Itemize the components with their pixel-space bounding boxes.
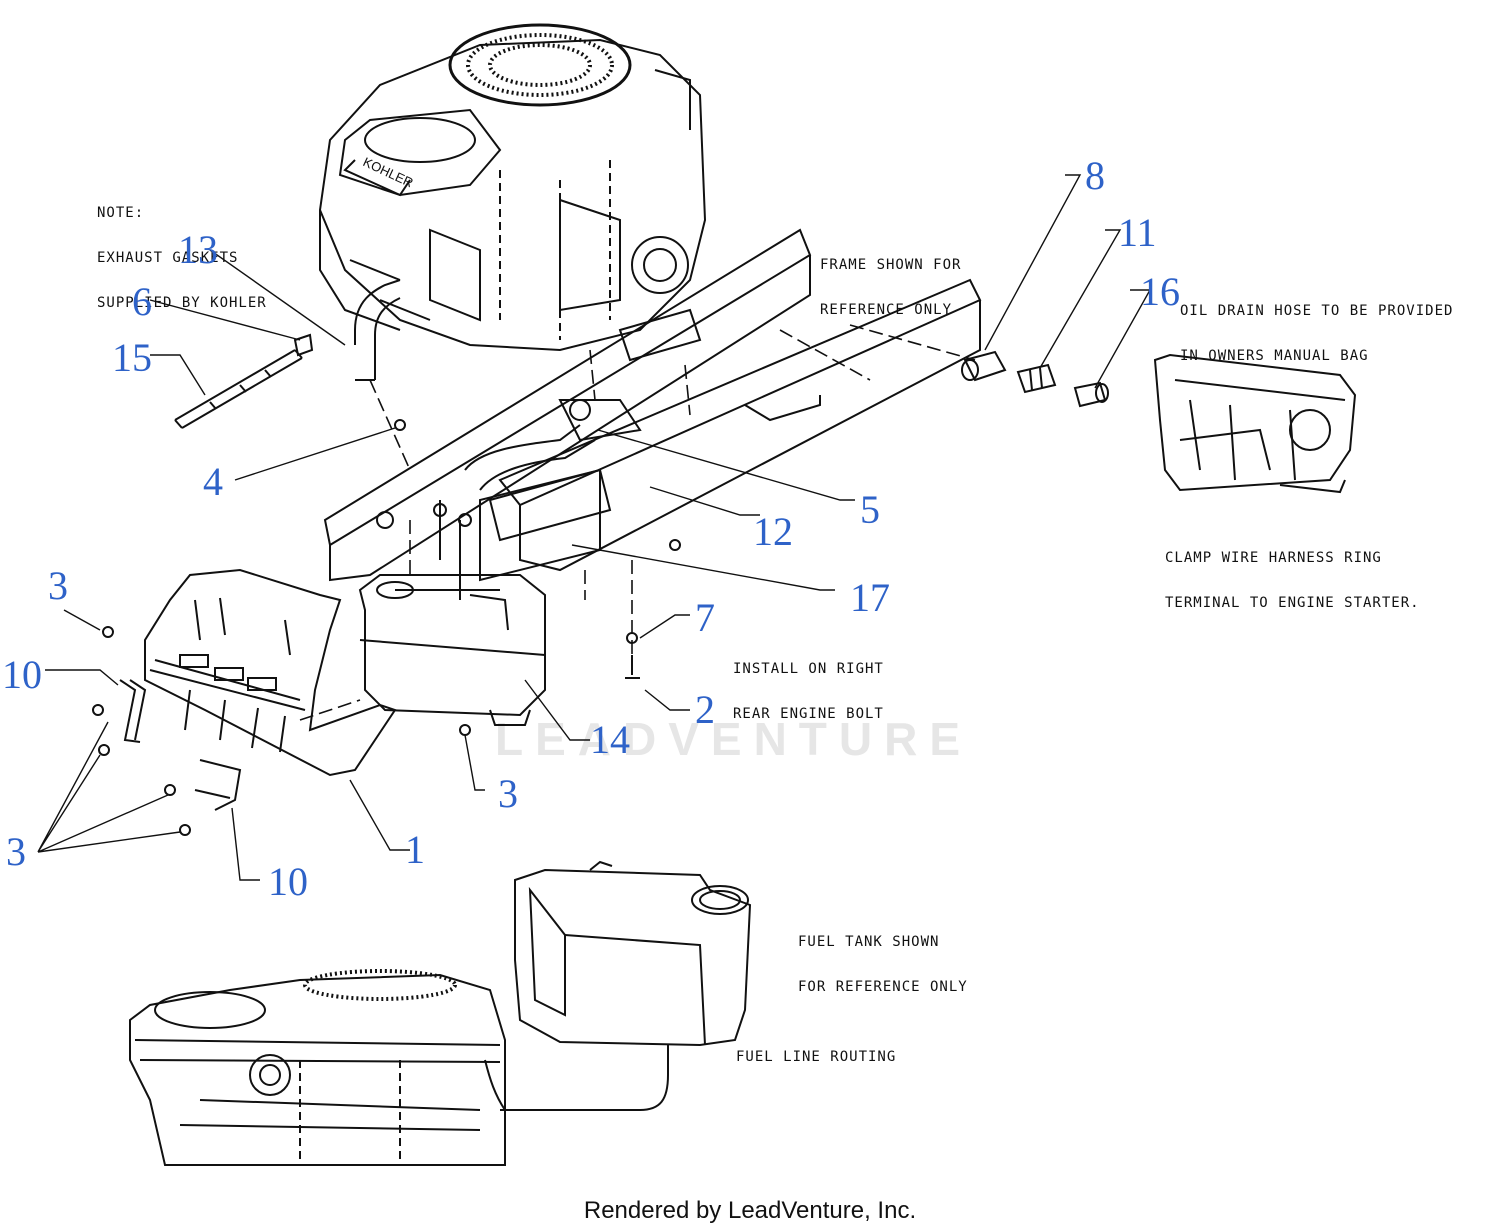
callout-12: 12 <box>753 509 793 554</box>
engine-lower <box>129 969 506 1166</box>
note-install-right-bolt: INSTALL ON RIGHT REAR ENGINE BOLT <box>733 661 884 722</box>
fuel-tank <box>500 860 752 1111</box>
note-oil-drain-hose: OIL DRAIN HOSE TO BE PROVIDED IN OWNERS … <box>1180 303 1454 364</box>
callout-5: 5 <box>860 487 880 532</box>
alignment-lines <box>299 324 976 721</box>
callout-13: 13 <box>178 227 218 272</box>
oil-drain-parts <box>961 350 1109 408</box>
callout-16: 16 <box>1140 269 1180 314</box>
note-frame-reference: FRAME SHOWN FOR REFERENCE ONLY <box>820 257 962 318</box>
callout-3-right: 3 <box>498 771 518 816</box>
callout-15: 15 <box>112 335 152 380</box>
callout-14: 14 <box>590 717 630 762</box>
callout-4: 4 <box>203 459 223 504</box>
callout-6: 6 <box>132 279 152 324</box>
tractor-frame <box>323 228 982 600</box>
note-exhaust-gaskets: NOTE: EXHAUST GASKETS SUPPLIED BY KOHLER <box>97 205 267 311</box>
muffler <box>358 574 546 726</box>
callout-2: 2 <box>695 687 715 732</box>
callout-17: 17 <box>850 575 890 620</box>
watermark-text: LEADVENTURE <box>495 713 973 765</box>
callout-10-lower: 10 <box>268 859 308 904</box>
bolts <box>92 419 681 836</box>
note-fuel-tank-reference: FUEL TANK SHOWN FOR REFERENCE ONLY <box>798 934 968 995</box>
bracket-lower <box>194 759 242 811</box>
note-clamp-wire-harness: CLAMP WIRE HARNESS RING TERMINAL TO ENGI… <box>1165 550 1420 611</box>
callout-1: 1 <box>405 827 425 872</box>
rod-part <box>174 349 303 429</box>
note-fuel-line-routing: FUEL LINE ROUTING <box>736 1049 897 1065</box>
callout-11: 11 <box>1118 210 1157 255</box>
exhaust-pipe <box>293 279 401 381</box>
callout-7: 7 <box>695 595 715 640</box>
engine-main <box>318 23 707 352</box>
starter-inset <box>1153 353 1357 494</box>
bracket-upper <box>119 679 147 743</box>
muffler-pipe <box>464 424 612 542</box>
callout-3-left: 3 <box>6 829 26 874</box>
heat-shield <box>144 568 397 777</box>
footer-credit: Rendered by LeadVenture, Inc. <box>583 1197 917 1224</box>
leader-lines <box>37 174 1152 881</box>
callout-10-upper: 10 <box>2 652 42 697</box>
callout-3-top: 3 <box>48 563 68 608</box>
callout-8: 8 <box>1085 153 1105 198</box>
